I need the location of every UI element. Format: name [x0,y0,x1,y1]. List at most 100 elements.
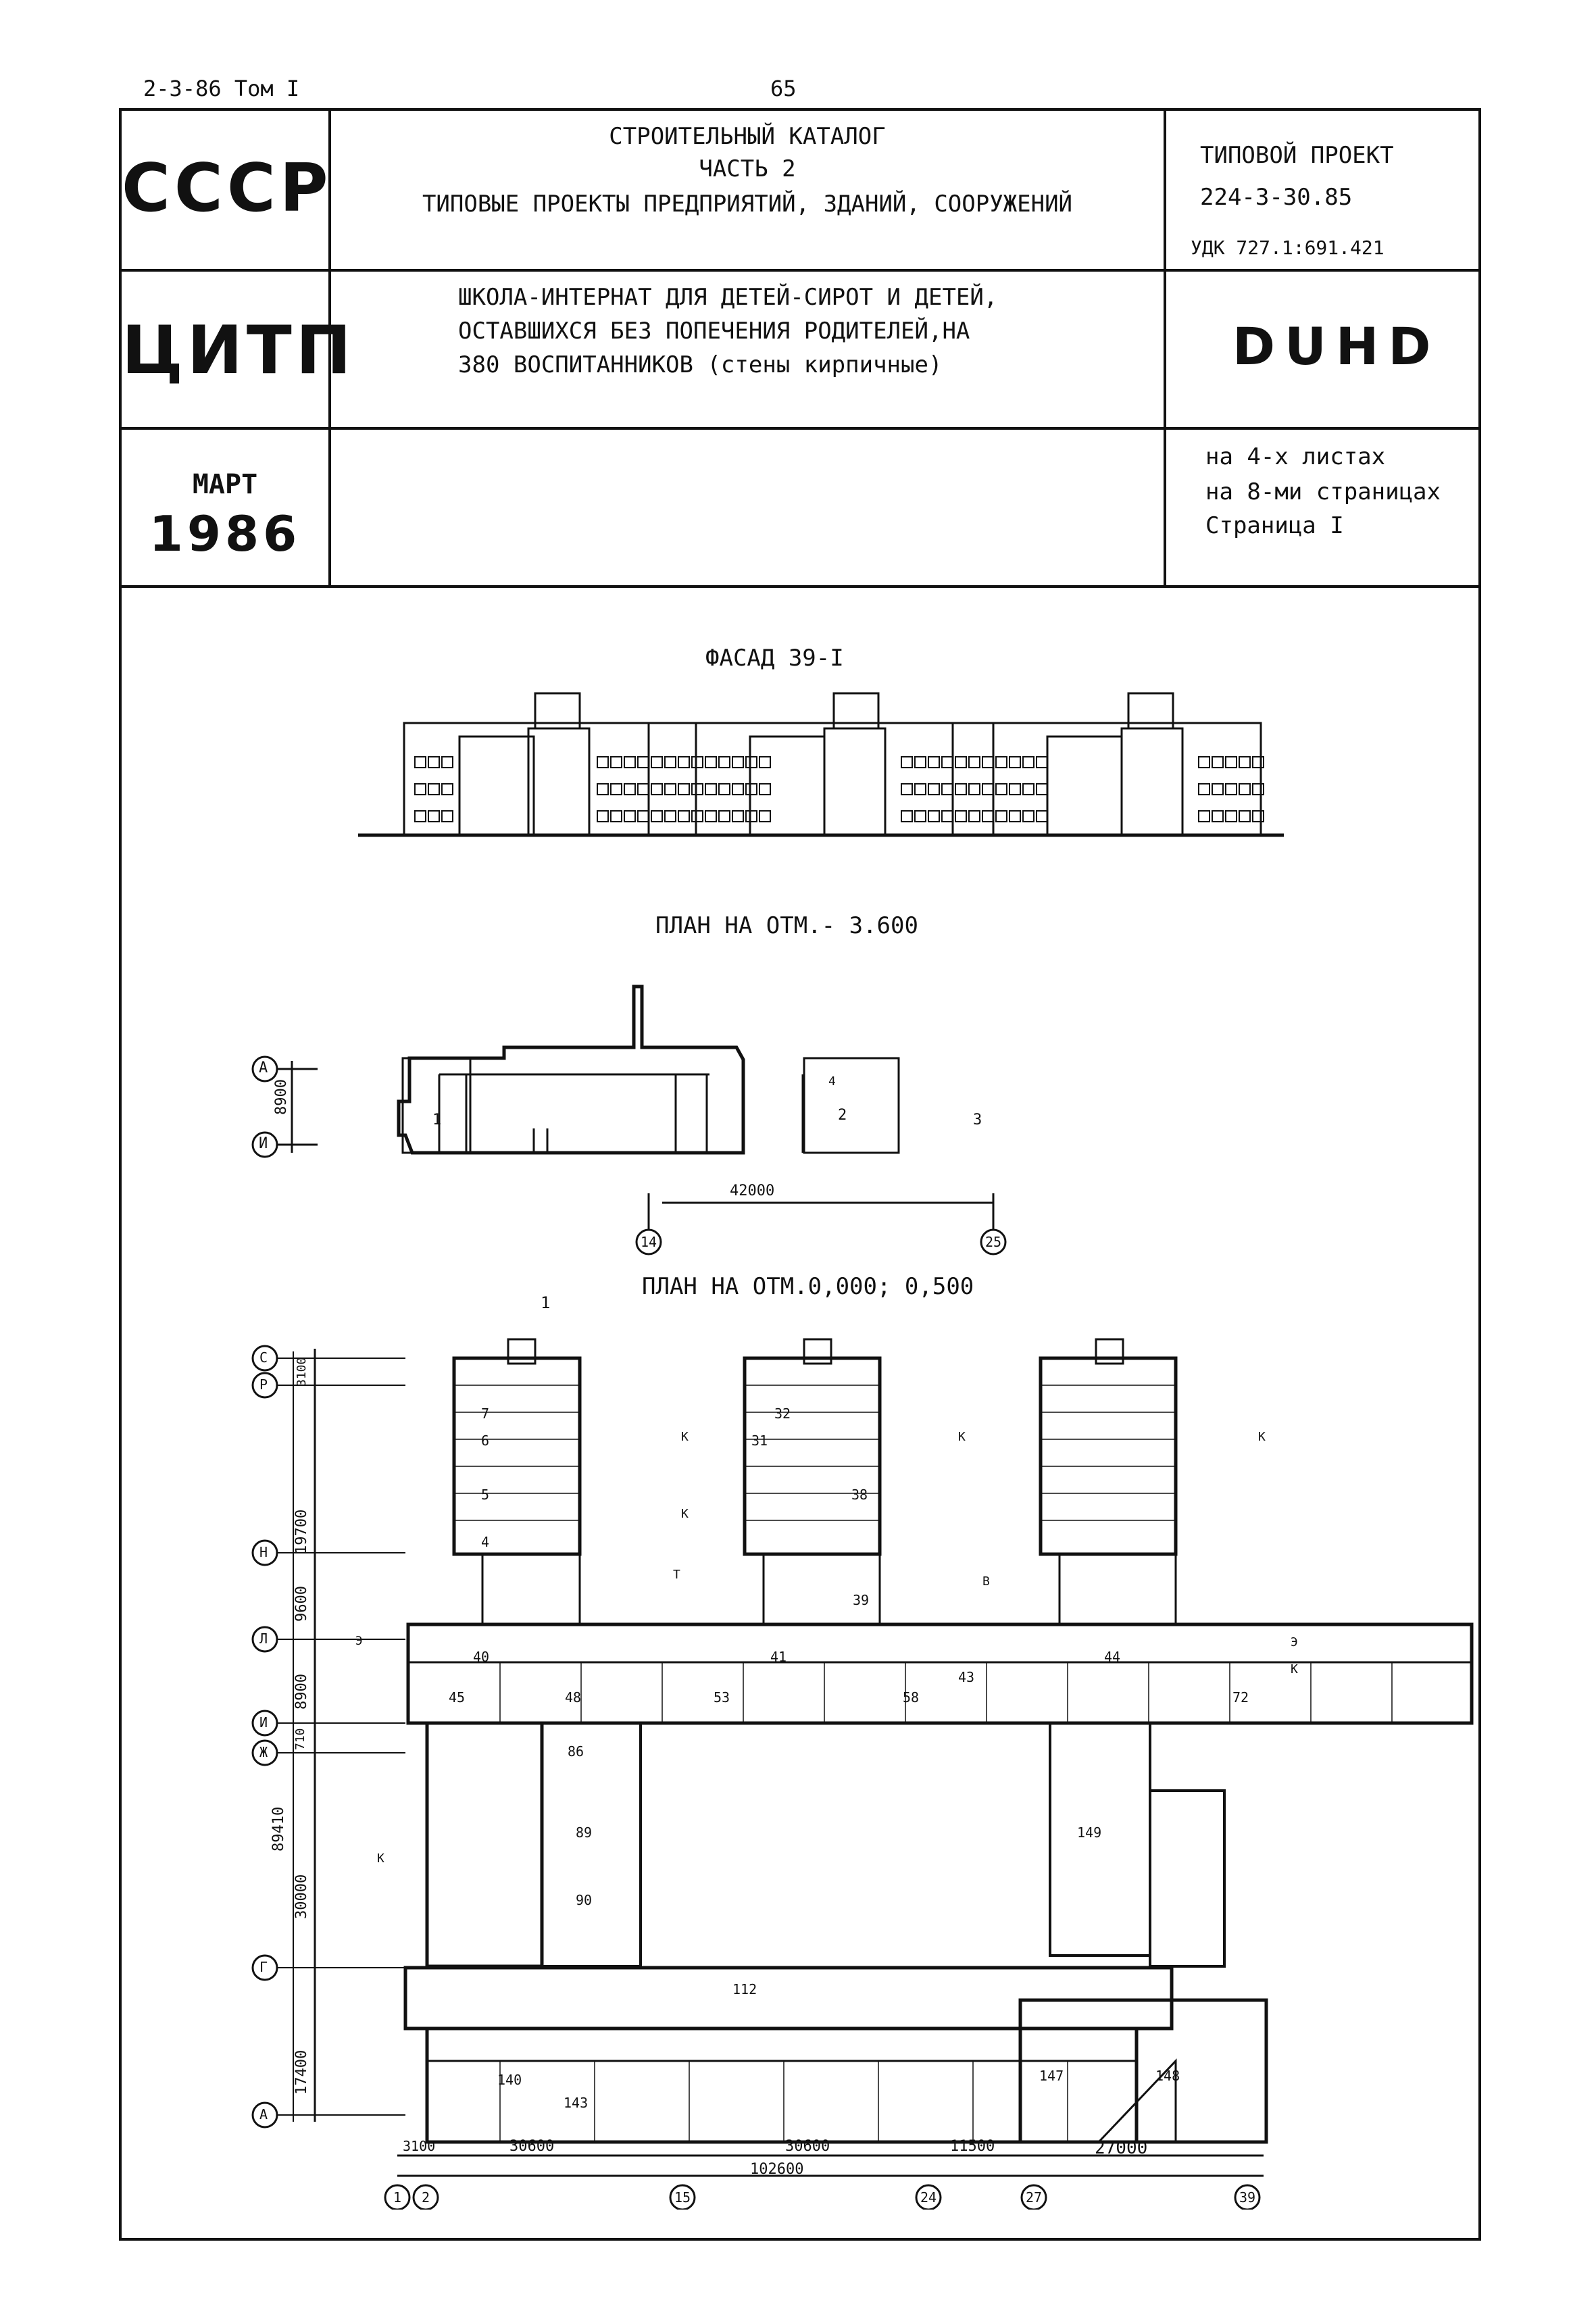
room-label: 86 [568,1743,584,1760]
room-label: 58 [903,1689,920,1706]
plan2-axis-zh: Ж [259,1744,268,1760]
plan2-dim-8900: 8900 [293,1674,310,1710]
sheet-frame [119,108,1481,2241]
room-label: 48 [565,1689,582,1706]
entry-marker-k: К [377,1851,384,1866]
room-label: 6 [481,1433,490,1449]
catalog-part: ЧАСТЬ 2 [699,155,796,182]
room-label: 40 [473,1649,490,1665]
entry-marker-e: Э [355,1634,363,1648]
room-label: 45 [449,1689,466,1706]
entry-marker-k: К [1258,1430,1266,1444]
facade-drawing [358,692,1284,837]
room-label: 143 [564,2095,589,2111]
series-label: 2-3-86 Том I [143,76,300,101]
plan1-axis-left: 14 [641,1234,657,1250]
plan2-axis-bottom-15: 15 [674,2189,691,2206]
plan1-room-3: 3 [973,1112,982,1128]
org-ussr: СССР [122,150,332,227]
header-divider [1164,108,1166,588]
plan2-dim-bottom-30600a: 30600 [509,2138,555,2155]
catalog-title: СТРОИТЕЛЬНЫЙ КАТАЛОГ [609,123,886,150]
room-label: 32 [774,1405,791,1422]
plan1-axis-i: И [259,1135,268,1152]
room-label: 53 [714,1689,730,1706]
plan2-title: ПЛАН НА ОТМ.0,000; 0,500 [642,1273,974,1300]
room-label: 148 [1155,2068,1180,2084]
plan2-axis-a: А [259,2106,268,2122]
room-label: 39 [853,1592,870,1608]
room-label: 112 [732,1981,757,1997]
plan1-room-1: 1 [432,1112,442,1128]
entry-marker-k: К [1291,1662,1298,1676]
plan1-dim-horizontal: 42000 [730,1183,775,1199]
room-label: 149 [1077,1824,1102,1841]
plan2-axis-bottom-1: 1 [393,2189,402,2206]
room-label: 147 [1039,2068,1064,2084]
entry-marker-k: К [681,1430,689,1444]
room-label: 41 [770,1649,787,1665]
plan2-dim-bottom-27000: 27000 [1095,2138,1148,2158]
room-label: 31 [751,1433,768,1449]
page-number: 65 [770,76,797,101]
room-label: 38 [851,1487,868,1503]
plan2-dim-total-vertical: 89410 [270,1806,287,1851]
plan2-axis-bottom-39: 39 [1239,2189,1256,2206]
room-label: 5 [481,1487,490,1503]
object-title-line1: ШКОЛА-ИНТЕРНАТ ДЛЯ ДЕТЕЙ-СИРОТ И ДЕТЕЙ, [458,284,998,311]
plan2-dim-bottom-11500: 11500 [950,2138,995,2155]
plan2-dim-19700: 19700 [293,1509,310,1554]
plan2-dim-30000: 30000 [293,1874,310,1919]
room-label: 4 [481,1534,490,1550]
plan2-dim-bottom-3100: 3100 [403,2138,436,2154]
room-label: 44 [1104,1649,1121,1665]
plan2-dim-9600: 9600 [293,1586,310,1622]
date-month: МАРТ [192,469,258,500]
plan2-axis-i: И [259,1714,268,1731]
room-label: 43 [958,1669,975,1685]
room-label: 90 [576,1892,593,1908]
plan2-axis-bottom-24: 24 [920,2189,937,2206]
plan1-axis-a: А [259,1060,268,1076]
object-title-line2: ОСТАВШИХСЯ БЕЗ ПОПЕЧЕНИЯ РОДИТЕЛЕЙ,НА [458,318,970,345]
plan1-axis-right: 25 [985,1234,1002,1250]
plan2-drawing [251,1338,1474,2210]
entry-marker-k: К [681,1507,689,1521]
plan2-axis-l: Л [259,1631,268,1647]
object-title-line3: 380 ВОСПИТАННИКОВ (стены кирпичные) [458,351,943,378]
plan2-dim-total-horizontal: 102600 [750,2161,804,2178]
plan1-room-2: 2 [838,1107,847,1124]
plan2-section-mark: 1 [541,1293,551,1312]
catalog-subtitle: ТИПОВЫЕ ПРОЕКТЫ ПРЕДПРИЯТИЙ, ЗДАНИЙ, СОО… [422,191,1073,218]
room-label: 140 [497,2072,522,2088]
plan2-axis-bottom-27: 27 [1026,2189,1043,2206]
room-label: 7 [481,1405,490,1422]
room-label: 72 [1232,1689,1249,1706]
plan1-dim-vertical: 8900 [273,1079,290,1115]
plan2-dim-bottom-30600b: 30600 [785,2138,830,2155]
plan2-axis-s: С [259,1349,268,1366]
document-code: DUHD [1232,316,1441,376]
org-citp: ЦИТП [122,312,355,389]
plan1-drawing [251,985,1007,1255]
udk-code: УДК 727.1:691.421 [1191,237,1385,259]
header-divider [119,585,1481,588]
sheets-count: на 4-х листах [1205,443,1386,470]
date-year: 1986 [149,505,301,562]
plan2-axis-g: Г [259,1959,268,1975]
plan2-axis-n: Н [259,1544,268,1560]
facade-title: ФАСАД 39-I [705,645,844,672]
project-label: ТИПОВОЙ ПРОЕКТ [1200,142,1394,169]
header-divider [328,108,331,588]
entry-marker-t: Т [673,1568,680,1582]
plan2-dim-710: 710 [293,1728,307,1750]
pages-count: на 8-ми страницах [1205,478,1441,505]
project-number: 224-3-30.85 [1200,184,1353,211]
entry-marker-e: Э [1291,1635,1298,1649]
plan2-dim-3100: 3100 [295,1357,309,1387]
plan1-room-4: 4 [828,1074,836,1089]
plan2-axis-bottom-2: 2 [422,2189,430,2206]
entry-marker-v: В [982,1574,990,1589]
page-index: Страница I [1205,512,1344,539]
header-divider [119,427,1481,430]
